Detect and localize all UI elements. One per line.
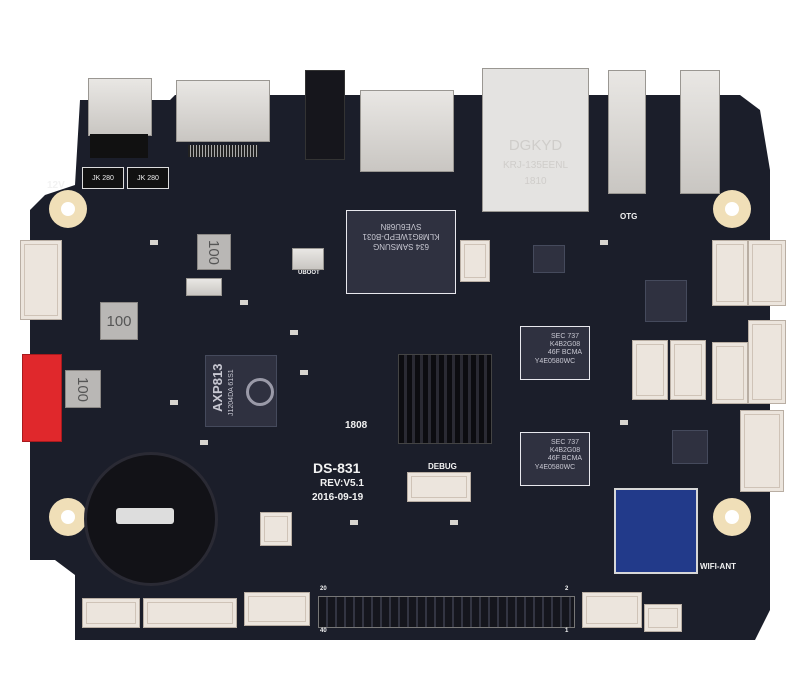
- emmc-brand: SAMSUNG: [372, 242, 414, 251]
- connector: [582, 592, 642, 628]
- diode-label: JK 280: [137, 174, 159, 182]
- ram-text: Y4E0580WC: [534, 464, 576, 471]
- mounting-hole: [713, 190, 751, 228]
- ram-text: K4B2G08: [549, 447, 581, 454]
- inductor: 100: [65, 370, 101, 408]
- inductor-label: 100: [106, 312, 132, 330]
- smd-component: [150, 240, 158, 245]
- diode: JK 280: [127, 167, 169, 189]
- ic-chip: [533, 245, 565, 273]
- smd-component: [240, 300, 248, 305]
- emmc-part: KLM8G1WEPD-B031: [362, 232, 440, 241]
- connector: [712, 240, 748, 306]
- audio-jack: [305, 70, 345, 160]
- allwinner-logo-icon: [246, 378, 274, 406]
- connector: [670, 340, 706, 400]
- tact-button[interactable]: [186, 278, 222, 296]
- ic-chip: [672, 430, 708, 464]
- connector: [748, 320, 786, 404]
- pmic-name: AXP813: [210, 363, 225, 412]
- gpio-pin-header: [318, 596, 575, 628]
- ethernet-part: KRJ-135EENL: [502, 160, 569, 171]
- ram-text: K4B2G08: [549, 341, 581, 348]
- connector: [748, 240, 786, 306]
- mounting-hole: [49, 190, 87, 228]
- silk-code: 1808: [345, 420, 368, 431]
- connector: [644, 604, 682, 632]
- emmc-code: 634: [415, 242, 430, 251]
- connector: [740, 410, 784, 492]
- inductor-label: 100: [74, 376, 92, 402]
- board-revision: REV:V5.1: [320, 478, 364, 489]
- ram-text: 46F BCMA: [547, 455, 583, 462]
- emmc-chip: SVE6U68N KLM8G1WEPD-B031 634 SAMSUNG: [346, 210, 456, 294]
- connector: [712, 342, 748, 404]
- connector: [82, 598, 140, 628]
- wifi-module: [614, 488, 698, 574]
- smd-component: [290, 330, 298, 335]
- debug-label: DEBUG: [428, 462, 457, 471]
- uboot-button[interactable]: [292, 248, 324, 270]
- power-label: 12V: [47, 180, 65, 191]
- inductor: 100: [197, 234, 231, 270]
- connector: [244, 592, 310, 626]
- ethernet-code: 1810: [524, 176, 547, 187]
- pin-label: 40: [320, 628, 327, 634]
- usb-otg-port: [680, 70, 720, 194]
- dc-power-jack: [88, 78, 152, 136]
- inductor: 100: [100, 302, 138, 340]
- smd-component: [200, 440, 208, 445]
- smd-component: [620, 420, 628, 425]
- diode: JK 280: [82, 167, 124, 189]
- board-date: 2016-09-19: [312, 492, 364, 503]
- ethernet-port: DGKYD KRJ-135EENL 1810: [482, 68, 589, 212]
- ram-chip: SEC 737 K4B2G08 46F BCMA Y4E0580WC: [520, 326, 590, 380]
- connector: [20, 240, 62, 320]
- hdmi-port: [176, 80, 270, 142]
- connector: [460, 240, 490, 282]
- heatsink: [398, 354, 492, 444]
- sd-card-slot: [360, 90, 454, 172]
- connector: [260, 512, 292, 546]
- board-model: DS-831: [313, 460, 361, 476]
- connector: [143, 598, 237, 628]
- mounting-hole: [713, 498, 751, 536]
- inductor-label: 100: [205, 239, 223, 265]
- uboot-label: UBOOT: [298, 270, 320, 276]
- connector: [632, 340, 668, 400]
- emmc-lot: SVE6U68N: [380, 222, 422, 231]
- usb-port: [608, 70, 646, 194]
- ic-chip: [645, 280, 687, 322]
- ram-text: SEC 737: [550, 439, 580, 446]
- smd-component: [450, 520, 458, 525]
- smd-component: [600, 240, 608, 245]
- otg-label: OTG: [620, 212, 638, 221]
- ram-chip: SEC 737 K4B2G08 46F BCMA Y4E0580WC: [520, 432, 590, 486]
- diode-label: JK 280: [92, 174, 114, 182]
- red-connector: [22, 354, 62, 442]
- pin-label: 20: [320, 586, 327, 592]
- ram-text: Y4E0580WC: [534, 358, 576, 365]
- wifi-label: WIFI-ANT: [700, 562, 736, 571]
- ethernet-brand: DGKYD: [508, 137, 563, 154]
- pin-label: 2: [565, 586, 569, 592]
- pmic-chip: AXP813 J1204DA 61S1: [205, 355, 277, 427]
- pin-label: 1: [565, 628, 569, 634]
- smd-component: [170, 400, 178, 405]
- mounting-hole: [49, 498, 87, 536]
- ram-text: 46F BCMA: [547, 349, 583, 356]
- pmic-code: J1204DA 61S1: [228, 369, 235, 416]
- smd-component: [350, 520, 358, 525]
- debug-connector: [407, 472, 471, 502]
- ram-text: SEC 737: [550, 333, 580, 340]
- smd-component: [300, 370, 308, 375]
